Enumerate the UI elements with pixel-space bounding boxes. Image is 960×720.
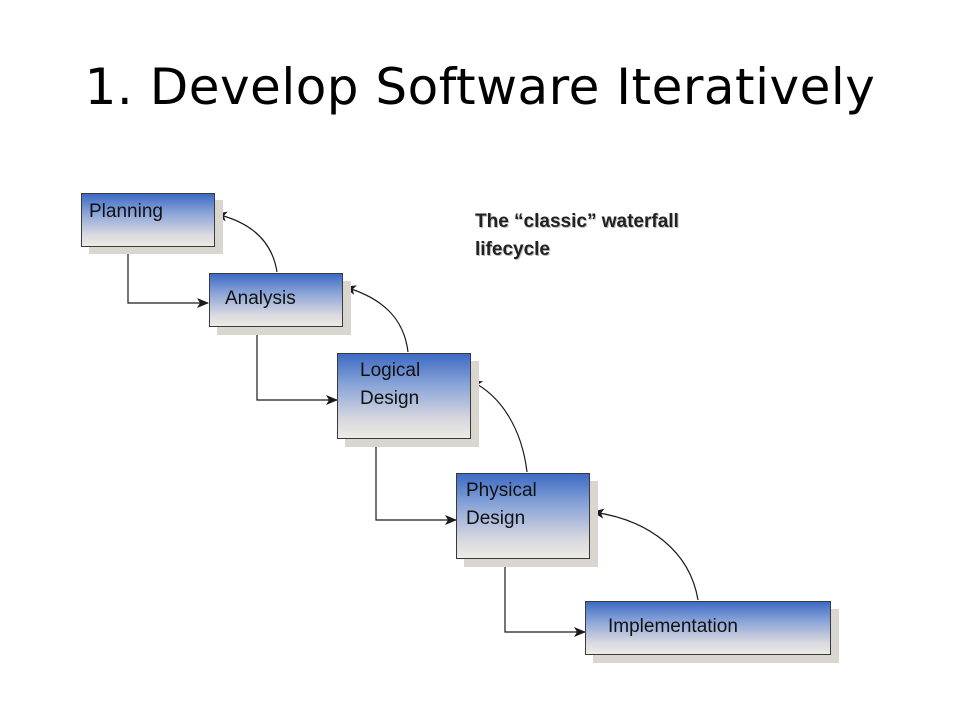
- stage-box-physical-design: Physical Design: [456, 473, 590, 559]
- connector-physical-design-to-implementation: [504, 560, 586, 637]
- connector-planning-to-analysis: [127, 248, 209, 308]
- stage-box-implementation: Implementation: [585, 601, 831, 655]
- stage-label-implementation: Implementation: [608, 616, 738, 637]
- feedback-arrow-to-planning: [215, 211, 278, 273]
- stage-box-planning: Planning: [81, 193, 215, 247]
- stage-box-logical-design: Logical Design: [337, 353, 471, 439]
- stage-label-analysis: Analysis: [225, 288, 296, 309]
- stage-label-logical: Logical: [360, 360, 421, 381]
- stage-label-design: Design: [466, 508, 526, 529]
- caption-line-1: The “classic” waterfall: [475, 211, 679, 232]
- connector-logical-to-physical-design: [375, 440, 457, 525]
- feedback-arrow-to-physical-design: [592, 508, 699, 601]
- stage-label-planning: Planning: [89, 201, 163, 222]
- feedback-arrow-to-logical-design: [470, 380, 528, 473]
- connector-analysis-to-logical-design: [256, 328, 338, 405]
- stage-label-design: Design: [360, 388, 420, 409]
- waterfall-caption: The “classic” waterfall lifecycle: [475, 208, 745, 264]
- feedback-arrow-to-analysis: [344, 285, 409, 353]
- slide-title: 1. Develop Software Iteratively: [84, 58, 876, 116]
- stage-box-analysis: Analysis: [209, 273, 343, 327]
- caption-line-2: lifecycle: [475, 239, 550, 260]
- stage-label-physical: Physical: [466, 480, 537, 501]
